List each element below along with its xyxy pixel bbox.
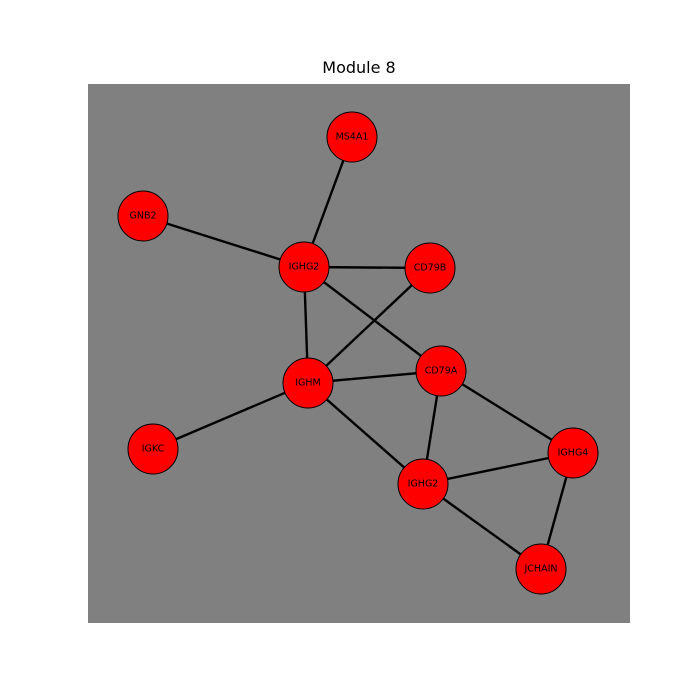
edge-cd79b-ighm	[307, 267, 431, 384]
node-cd79b: CD79B	[404, 242, 456, 294]
node-circle	[326, 111, 378, 163]
node-label: MS4A1	[336, 132, 369, 143]
node-label: IGHM	[295, 378, 321, 389]
node-circle	[278, 241, 330, 293]
node-label: IGHG4	[558, 448, 589, 459]
node-label: CD79A	[425, 366, 458, 377]
node-label: IGHG2	[289, 262, 320, 273]
node-label: GNB2	[129, 211, 156, 222]
edge-ighm-igkc	[152, 381, 309, 451]
node-label: CD79B	[414, 263, 447, 274]
node-gnb2: GNB2	[117, 190, 169, 242]
node-label: IGHG2	[408, 479, 439, 490]
module-title: Module 8	[322, 58, 396, 77]
node-circle	[515, 543, 567, 595]
node-ighg2_top: IGHG2	[278, 241, 330, 293]
node-ighg2_bottom: IGHG2	[397, 458, 449, 510]
node-circle	[404, 242, 456, 294]
node-label: JCHAIN	[524, 564, 558, 575]
edges-layer	[142, 136, 575, 570]
node-circle	[282, 357, 334, 409]
node-igkc: IGKC	[127, 423, 179, 475]
node-circle	[415, 345, 467, 397]
node-circle	[117, 190, 169, 242]
node-ms4a1: MS4A1	[326, 111, 378, 163]
node-jchain: JCHAIN	[515, 543, 567, 595]
edge-ighm-ighg2_bottom	[307, 382, 424, 485]
node-cd79a: CD79A	[415, 345, 467, 397]
node-circle	[547, 427, 599, 479]
node-circle	[127, 423, 179, 475]
edge-ighg2_bottom-ighg4	[422, 451, 574, 486]
node-ighg4: IGHG4	[547, 427, 599, 479]
node-label: IGKC	[142, 444, 165, 455]
node-circle	[397, 458, 449, 510]
node-ighm: IGHM	[282, 357, 334, 409]
edge-gnb2-ighg2_top	[142, 214, 305, 269]
edge-ighg2_top-cd79a	[303, 266, 442, 372]
plot-area	[88, 84, 630, 623]
edge-cd79a-ighg4	[440, 369, 574, 455]
